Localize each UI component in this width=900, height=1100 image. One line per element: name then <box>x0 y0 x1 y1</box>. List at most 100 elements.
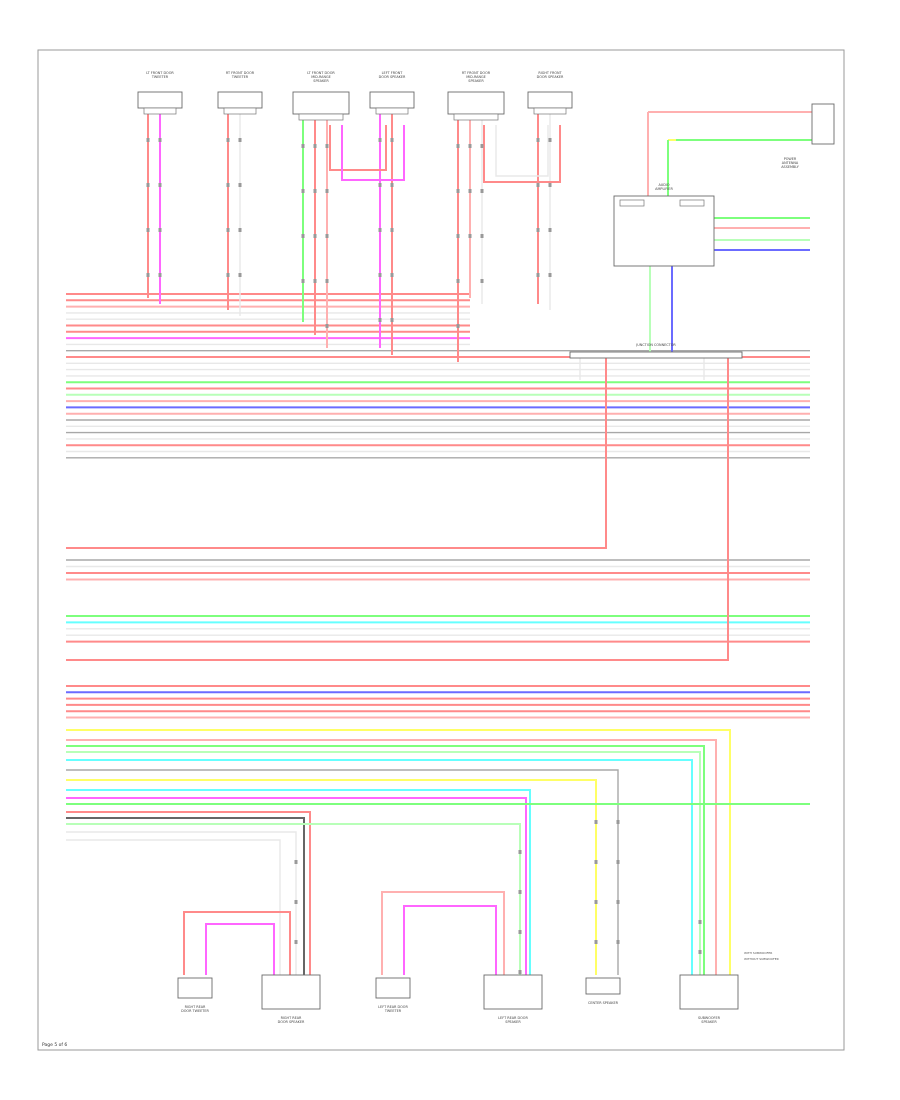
wire-yellow <box>66 779 597 975</box>
bottom-right-note-0: WITH SUBWOOFER <box>744 951 772 955</box>
wire-connector-mark <box>518 930 522 934</box>
wire-connector-mark <box>594 940 598 944</box>
wire-magenta <box>66 797 527 975</box>
component-layer <box>137 91 835 1010</box>
wire-gray <box>66 769 619 975</box>
wire-connector-mark <box>146 273 150 277</box>
diagram-frame <box>37 49 845 1051</box>
wire-white <box>66 831 297 975</box>
wire-cyan <box>66 789 531 975</box>
wire-connector-mark <box>325 234 329 238</box>
wire-connector-mark <box>616 900 620 904</box>
wire-connector-mark <box>616 820 620 824</box>
wire-connector-mark <box>536 273 540 277</box>
wire-connector-mark <box>536 183 540 187</box>
wire-red <box>483 125 561 183</box>
wire-connector-mark <box>226 183 230 187</box>
figure-number: Page 5 of 6 <box>42 1042 67 1048</box>
power-antenna-box <box>811 103 835 145</box>
bottom-speaker-box-1 <box>261 974 321 1010</box>
wire-connector-mark <box>594 900 598 904</box>
wire-connector-mark <box>301 189 305 193</box>
bottom-speaker-label-4: CENTER SPEAKER <box>588 1001 619 1005</box>
wire-connector-mark <box>456 324 460 328</box>
wire-connector-mark <box>313 144 317 148</box>
wire-magenta <box>341 125 405 181</box>
wire-connector-mark <box>313 234 317 238</box>
top-speaker-connector-1 <box>223 107 257 115</box>
bottom-speaker-box-4 <box>585 977 621 995</box>
wire-connector-mark <box>325 189 329 193</box>
wire-connector-mark <box>468 189 472 193</box>
wire-connector-mark <box>518 850 522 854</box>
wire-yellow <box>66 729 731 975</box>
wire-green <box>66 745 705 975</box>
wire-connector-mark <box>238 138 242 142</box>
wire-connector-mark <box>238 183 242 187</box>
junction-connector-label: JUNCTION CONNECTOR <box>635 343 676 347</box>
wire-connector-mark <box>548 138 552 142</box>
wire-connector-mark <box>468 144 472 148</box>
wire-connector-mark <box>294 900 298 904</box>
wire-connector-mark <box>518 890 522 894</box>
amplifier-connector-b <box>679 199 705 207</box>
wire-connector-mark <box>238 228 242 232</box>
top-speaker-connector-2 <box>298 113 344 121</box>
wire-connector-mark <box>158 183 162 187</box>
wire-connector-mark <box>378 228 382 232</box>
wire-red <box>66 358 729 661</box>
amplifier-connector-a <box>619 199 645 207</box>
wire-connector-mark <box>226 138 230 142</box>
wire-connector-mark <box>390 318 394 322</box>
wire-connector-mark <box>325 279 329 283</box>
wire-cyan <box>66 759 693 975</box>
wire-connector-mark <box>480 279 484 283</box>
wire-connector-mark <box>301 144 305 148</box>
top-speaker-connector-3 <box>375 107 409 115</box>
wire-connector-mark <box>594 860 598 864</box>
wire-connector-mark <box>378 138 382 142</box>
wire-red <box>66 358 607 549</box>
wire-red <box>329 125 387 171</box>
wire-connector-mark <box>158 138 162 142</box>
wire-connector-mark <box>616 860 620 864</box>
bottom-speaker-box-0 <box>177 977 213 999</box>
wire-connector-mark <box>146 228 150 232</box>
bottom-speaker-box-3 <box>483 974 543 1010</box>
wire-connector-mark <box>378 273 382 277</box>
wire-pink <box>381 891 505 975</box>
wire-connector-mark <box>698 920 702 924</box>
wire-magenta <box>403 905 497 975</box>
wire-connector-mark <box>548 228 552 232</box>
wire-connector-mark <box>313 279 317 283</box>
bottom-speaker-box-5 <box>679 974 739 1010</box>
amplifier-box <box>613 195 715 267</box>
wire-connector-mark <box>158 228 162 232</box>
wire-connector-mark <box>456 279 460 283</box>
wire-connector-mark <box>456 144 460 148</box>
wire-connector-mark <box>294 860 298 864</box>
wire-connector-mark <box>226 228 230 232</box>
wire-connector-mark <box>158 273 162 277</box>
wire-connector-mark <box>294 940 298 944</box>
wire-connector-mark <box>238 273 242 277</box>
wire-layer <box>66 111 812 975</box>
wire-connector-mark <box>146 183 150 187</box>
top-speaker-box-3 <box>369 91 415 109</box>
wire-connector-mark <box>378 183 382 187</box>
wire-connector-mark <box>536 228 540 232</box>
wire-ltgreen <box>66 751 701 975</box>
top-speaker-connector-0 <box>143 107 177 115</box>
top-speaker-box-5 <box>527 91 573 109</box>
